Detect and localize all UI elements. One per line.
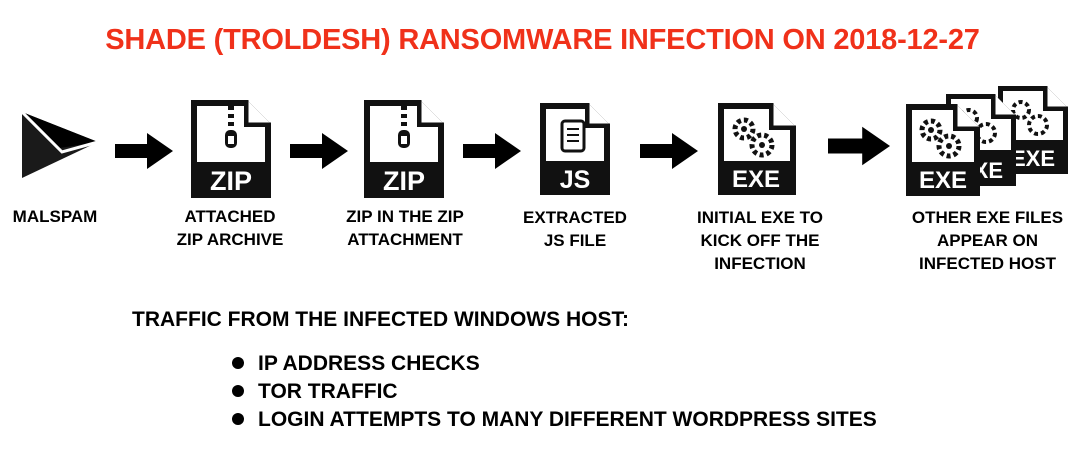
step-label-extracted-js: EXTRACTED JS FILE — [523, 208, 627, 250]
file-badge-text: ZIP — [210, 166, 252, 196]
bullet-icon — [232, 385, 244, 397]
file-badge-text: EXE — [732, 166, 780, 193]
flow-arrow-5 — [828, 126, 890, 166]
list-item-text: TOR TRAFFIC — [258, 380, 398, 403]
step-label-initial-exe: INITIAL EXE TO KICK OFF THE INFECTION — [697, 208, 823, 273]
flow-arrow-3 — [463, 133, 521, 169]
list-item: IP ADDRESS CHECKS — [232, 350, 877, 378]
envelope-icon — [20, 110, 99, 178]
flow-arrow-4 — [640, 133, 698, 169]
bullet-icon — [232, 357, 244, 369]
list-item: TOR TRAFFIC — [232, 378, 877, 406]
flow-arrow-2 — [290, 133, 348, 169]
exe-files-stack-icon: EXE EXE EXE — [906, 86, 1068, 196]
zip-file-icon: ZIP — [364, 100, 444, 198]
step-label-attached-zip: ATTACHED ZIP ARCHIVE — [176, 207, 284, 249]
traffic-list: IP ADDRESS CHECKS TOR TRAFFIC LOGIN ATTE… — [232, 350, 877, 434]
list-item-text: IP ADDRESS CHECKS — [258, 352, 480, 375]
diagram-title: SHADE (TROLDESH) RANSOMWARE INFECTION ON… — [105, 24, 980, 56]
zip-file-icon: ZIP — [191, 100, 271, 198]
file-badge-text: EXE — [919, 167, 967, 194]
file-badge-text: ZIP — [383, 166, 425, 196]
file-badge-text: JS — [560, 166, 591, 194]
step-label-other-exe: OTHER EXE FILES APPEAR ON INFECTED HOST — [911, 208, 1064, 273]
bullet-icon — [232, 413, 244, 425]
js-file-icon: JS — [540, 103, 610, 195]
traffic-heading: TRAFFIC FROM THE INFECTED WINDOWS HOST: — [132, 308, 629, 331]
step-label-zip-in-zip: ZIP IN THE ZIP ATTACHMENT — [346, 207, 464, 249]
step-label-malspam: MALSPAM — [12, 207, 98, 226]
list-item-text: LOGIN ATTEMPTS TO MANY DIFFERENT WORDPRE… — [258, 408, 877, 431]
list-item: LOGIN ATTEMPTS TO MANY DIFFERENT WORDPRE… — [232, 406, 877, 434]
exe-file-icon: EXE — [718, 103, 796, 195]
flow-arrow-1 — [115, 133, 173, 169]
file-badge-text: EXE — [1011, 146, 1055, 171]
